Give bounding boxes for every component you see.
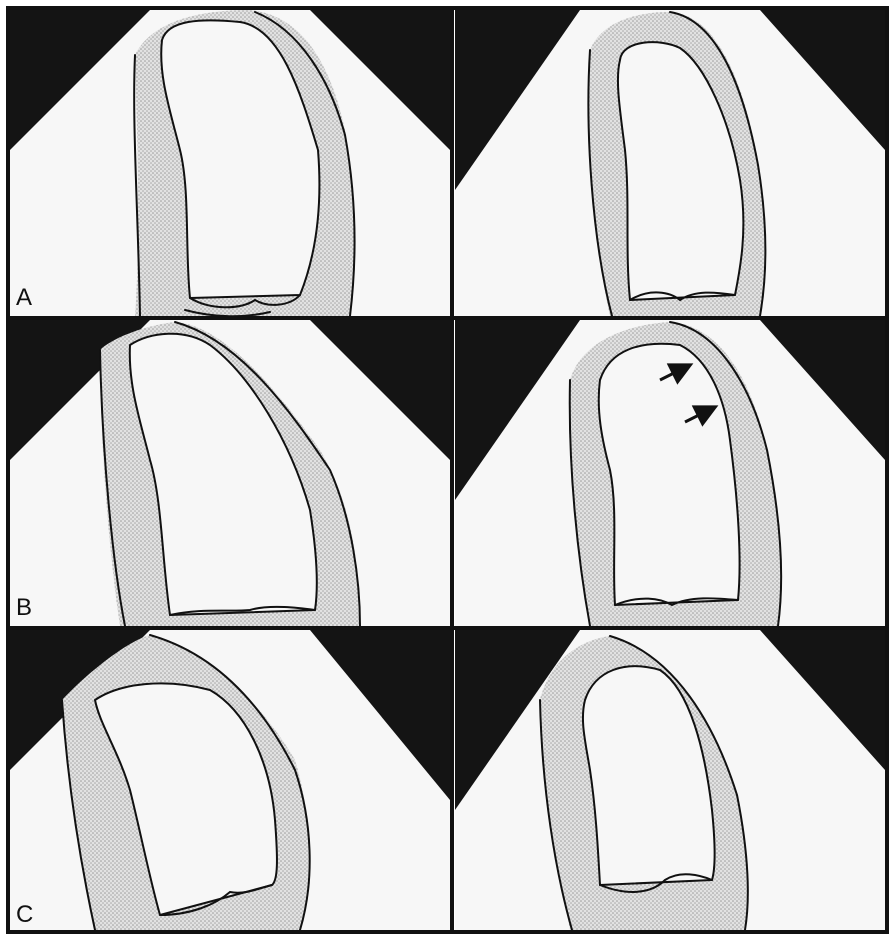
row-b: B — [10, 320, 885, 626]
panel-b-left — [10, 320, 450, 626]
row-label: B — [16, 594, 32, 621]
row-a: A — [10, 10, 885, 316]
row-c: C — [10, 630, 885, 930]
panel-a-right — [455, 10, 885, 316]
panel-a-left — [10, 10, 450, 316]
row-label: A — [16, 284, 32, 311]
panel-c-right — [455, 630, 885, 930]
panel-c-left — [10, 630, 450, 930]
panel-b-right — [455, 320, 885, 626]
row-label: C — [16, 901, 33, 928]
